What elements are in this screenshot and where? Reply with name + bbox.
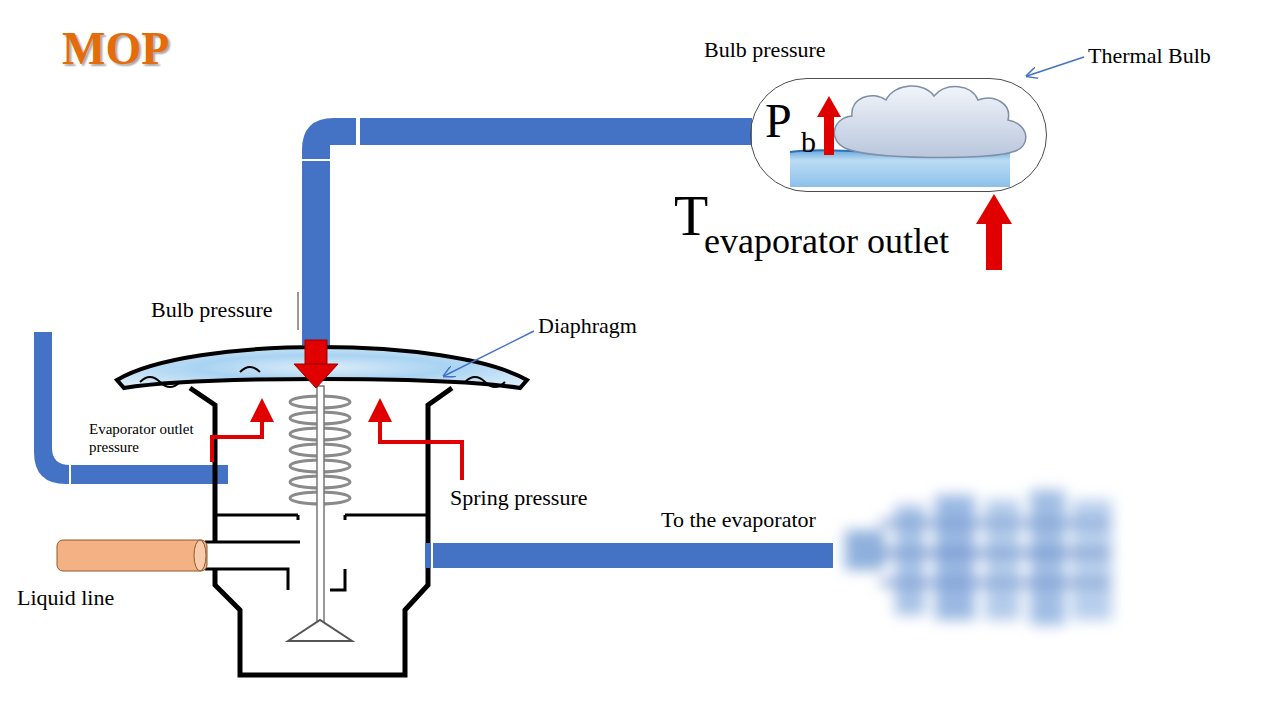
- temperature-arrow: [824, 115, 834, 155]
- leader-line: [1027, 57, 1084, 76]
- evaporator-blur: [935, 495, 975, 620]
- vapor-cloud: [834, 86, 1026, 158]
- diaphragm-housing: [240, 367, 260, 372]
- liquid-line-pipe: [194, 540, 206, 571]
- evaporator-blur: [1030, 490, 1065, 625]
- pipe-label: Liquid line: [17, 586, 114, 610]
- capillary-tube: [302, 118, 752, 345]
- evaporator-blur: [880, 580, 1110, 586]
- liquid-line-pipe: [57, 540, 207, 571]
- evaporator-blur: [1072, 500, 1112, 620]
- thermal-bulb: Pb: [750, 78, 1047, 192]
- equalizer-line: [69, 465, 71, 484]
- pressure-arrow: [212, 410, 262, 462]
- valve-body: [297, 515, 300, 520]
- bulb-pressure-arrow: [294, 340, 338, 388]
- part-label: Thermal Bulb: [1088, 44, 1211, 68]
- liquid-passage: [205, 542, 300, 590]
- temperature-arrow: [986, 222, 1002, 270]
- liquid-passage: [205, 542, 300, 569]
- pressure-label: Bulb pressure: [151, 298, 273, 322]
- temperature-symbol: T: [674, 186, 708, 248]
- outlet-pipe: [431, 543, 433, 568]
- diaphragm-housing: [465, 377, 505, 387]
- evaporator-blur: [845, 530, 885, 570]
- valve-stem: [288, 620, 352, 641]
- valve-stem: [317, 386, 324, 626]
- evaporator-blur: [880, 550, 1110, 556]
- temperature-arrow: [817, 96, 841, 117]
- outlet-pipe: [425, 543, 833, 568]
- capillary-tube: [302, 159, 330, 161]
- leader-line: [444, 331, 534, 376]
- liquid-line-pipe: [57, 540, 207, 571]
- diagram-title: MOP: [62, 24, 169, 75]
- bulb-pressure-arrow: [305, 340, 327, 364]
- pressure-label: Evaporator outlet pressure: [89, 420, 209, 456]
- pipe-label: To the evaporator: [661, 508, 816, 532]
- temperature-arrow: [976, 194, 1012, 224]
- valve-body: [345, 514, 428, 517]
- pressure-arrow: [380, 410, 462, 480]
- evaporator-blur: [985, 500, 1020, 620]
- capillary-tube: [302, 118, 356, 345]
- evaporator-blur: [880, 520, 1110, 526]
- bulb-pressure-arrow: [294, 364, 338, 388]
- outlet-pipe: [425, 543, 833, 568]
- temperature-subscript: evaporator outlet: [704, 222, 949, 262]
- valve-body: [215, 514, 298, 517]
- valve-stem: [288, 386, 352, 641]
- evaporator-blur: [845, 490, 1112, 625]
- valve-body: [344, 515, 347, 520]
- liquid-passage: [330, 569, 345, 590]
- leader-line: [298, 292, 299, 330]
- capillary-tube: [357, 118, 359, 145]
- diaphragm-housing: [140, 377, 180, 387]
- pressure-label: Bulb pressure: [704, 38, 826, 62]
- pressure-label: Spring pressure: [450, 486, 587, 510]
- pressure-symbol: P: [765, 95, 792, 148]
- vapor-cloud: [834, 86, 1026, 158]
- part-label: Diaphragm: [538, 314, 637, 338]
- capillary-tube: [360, 118, 752, 145]
- pressure-subscript: b: [801, 125, 816, 158]
